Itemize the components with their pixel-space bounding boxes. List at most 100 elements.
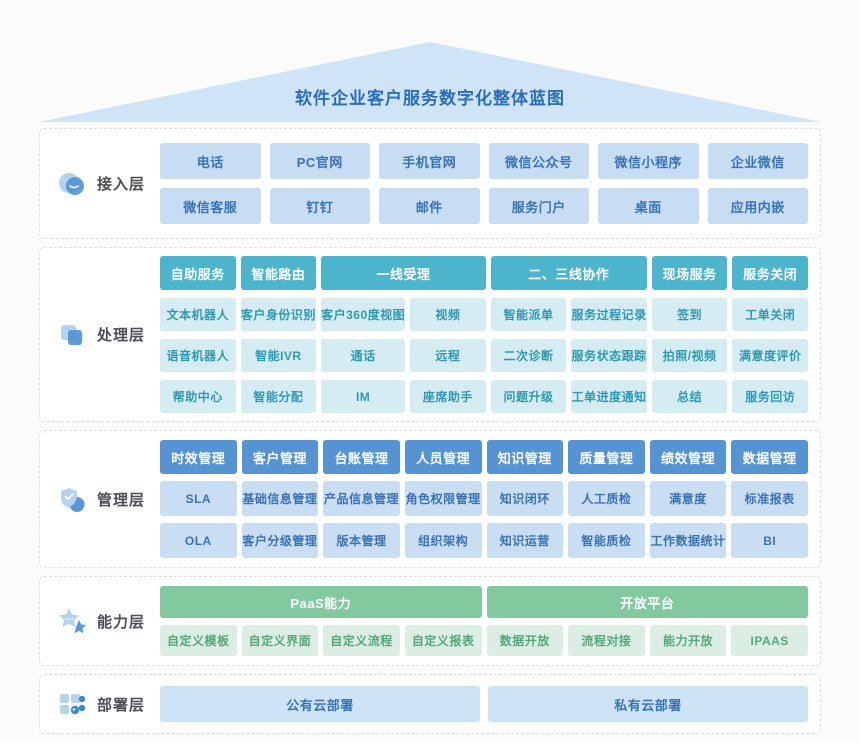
access-channel-cell: 钉钉	[269, 188, 370, 224]
process-feature-cell: 帮助中心	[160, 380, 236, 413]
manage-feature-cell: OLA	[160, 523, 237, 558]
process-feature-cell: 工单关闭	[732, 298, 808, 331]
manage-section-header: 人员管理	[404, 440, 482, 474]
capability-feature-cell: 自定义报表	[404, 625, 482, 656]
process-feature-cell: 远程	[410, 339, 486, 372]
deploy-layer-name: 部署层	[96, 696, 145, 714]
capability-section-header: 开放平台	[486, 586, 808, 618]
access-channel-cell: 邮件	[379, 188, 480, 224]
access-channel-cell: PC官网	[269, 143, 370, 179]
process-feature-cell: 文本机器人	[160, 298, 236, 331]
grid-dots-icon	[59, 694, 86, 715]
overlapping-circles-icon	[58, 172, 84, 195]
capability-layer-grid: PaaS能力开放平台 自定义模板自定义界面自定义流程自定义报表数据开放流程对接能…	[160, 577, 820, 665]
manage-section-header: 台账管理	[323, 440, 400, 474]
capability-layer-label-group: 能力层	[40, 604, 160, 638]
capability-feature-cell: 自定义界面	[241, 625, 319, 656]
manage-feature-cell: 智能质检	[568, 523, 645, 558]
process-section-header: 自助服务	[160, 256, 236, 290]
manage-feature-cell: SLA	[160, 481, 237, 516]
capability-layer-name: 能力层	[96, 613, 145, 631]
access-layer-label-group: 接入层	[40, 167, 160, 201]
process-layer-name: 处理层	[96, 327, 145, 344]
access-channel-cell: 应用内嵌	[707, 188, 808, 224]
manage-feature-cell: BI	[731, 523, 808, 558]
capability-section-header: PaaS能力	[160, 586, 482, 618]
access-channel-cell: 微信小程序	[598, 143, 699, 179]
access-channel-cell: 服务门户	[488, 188, 589, 224]
manage-feature-cell: 工作数据统计	[649, 523, 727, 558]
access-channel-cell: 手机官网	[379, 143, 480, 179]
manage-section-header: 数据管理	[731, 440, 808, 474]
manage-layer-panel: 管理层 时效管理客户管理台账管理人员管理知识管理质量管理绩效管理数据管理 SLA…	[39, 430, 821, 568]
access-channel-cell: 电话	[160, 143, 261, 179]
deploy-layer-grid: 公有云部署私有云部署	[160, 675, 820, 733]
process-feature-cell: 通话	[321, 339, 406, 372]
manage-feature-cell: 知识闭环	[486, 481, 564, 516]
process-feature-cell: 服务过程记录	[571, 298, 647, 331]
process-feature-cell: 智能IVR	[240, 339, 317, 372]
access-channel-cell: 桌面	[598, 188, 699, 224]
deploy-layer-label-group: 部署层	[40, 687, 160, 721]
manage-feature-cell: 版本管理	[323, 523, 400, 558]
manage-section-header: 时效管理	[160, 440, 237, 474]
capability-feature-cell: 能力开放	[649, 625, 727, 656]
manage-feature-cell: 人工质检	[568, 481, 645, 516]
capability-feature-cell: 自定义模板	[160, 625, 237, 656]
access-channel-cell: 微信客服	[160, 188, 261, 224]
process-feature-cell: 签到	[651, 298, 728, 331]
process-section-header: 智能路由	[240, 256, 317, 290]
process-feature-cell: 智能派单	[490, 298, 567, 331]
manage-section-header: 质量管理	[568, 440, 645, 474]
process-feature-cell: 问题升级	[490, 380, 567, 413]
capability-feature-cell: 流程对接	[568, 625, 645, 656]
manage-section-header: 绩效管理	[649, 440, 727, 474]
access-layer-name: 接入层	[96, 176, 145, 193]
access-channel-cell: 微信公众号	[488, 143, 589, 179]
process-layer-panel: 处理层 自助服务智能路由一线受理二、三线协作现场服务服务关闭 文本机器人客户身份…	[39, 247, 821, 422]
manage-layer-label-group: 管理层	[40, 482, 160, 516]
deploy-option-cell: 公有云部署	[160, 686, 480, 722]
process-layer-grid: 自助服务智能路由一线受理二、三线协作现场服务服务关闭 文本机器人客户身份识别客户…	[160, 248, 820, 421]
manage-feature-cell: 知识运营	[486, 523, 564, 558]
deploy-layer-panel: 部署层 公有云部署私有云部署	[39, 674, 821, 734]
process-section-header: 服务关闭	[732, 256, 808, 290]
manage-section-header: 知识管理	[486, 440, 564, 474]
overlapping-squares-icon	[60, 324, 82, 345]
process-feature-cell: 语音机器人	[160, 339, 236, 372]
process-section-header: 一线受理	[321, 256, 486, 290]
shield-icon	[60, 488, 85, 512]
process-feature-cell: 二次诊断	[490, 339, 567, 372]
process-feature-cell: 智能分配	[240, 380, 317, 413]
access-channel-cell: 企业微信	[707, 143, 808, 179]
process-feature-cell: 视频	[410, 298, 486, 331]
process-feature-cell: 拍照/视频	[651, 339, 728, 372]
process-feature-cell: 客户身份识别	[240, 298, 317, 331]
capability-feature-cell: IPAAS	[731, 625, 808, 656]
process-feature-cell: 总结	[651, 380, 728, 413]
manage-feature-cell: 产品信息管理	[323, 481, 400, 516]
deploy-option-cell: 私有云部署	[488, 686, 808, 722]
roof-triangle: 软件企业客户服务数字化整体蓝图	[39, 42, 821, 122]
manage-feature-cell: 组织架构	[404, 523, 482, 558]
star-icon	[58, 608, 86, 634]
manage-feature-cell: 客户分级管理	[241, 523, 319, 558]
manage-feature-cell: 基础信息管理	[241, 481, 319, 516]
process-feature-cell: 座席助手	[410, 380, 486, 413]
process-feature-cell: 服务状态跟踪	[571, 339, 647, 372]
process-feature-cell: 服务回访	[732, 380, 808, 413]
process-feature-cell: 满意度评价	[732, 339, 808, 372]
capability-feature-cell: 数据开放	[486, 625, 564, 656]
capability-feature-cell: 自定义流程	[323, 625, 400, 656]
process-layer-label-group: 处理层	[40, 318, 160, 352]
manage-feature-cell: 角色权限管理	[404, 481, 482, 516]
process-section-header: 二、三线协作	[490, 256, 647, 290]
capability-layer-panel: 能力层 PaaS能力开放平台 自定义模板自定义界面自定义流程自定义报表数据开放流…	[39, 576, 821, 666]
manage-feature-cell: 标准报表	[731, 481, 808, 516]
manage-section-header: 客户管理	[241, 440, 319, 474]
manage-layer-name: 管理层	[96, 491, 145, 509]
process-section-header: 现场服务	[651, 256, 728, 290]
